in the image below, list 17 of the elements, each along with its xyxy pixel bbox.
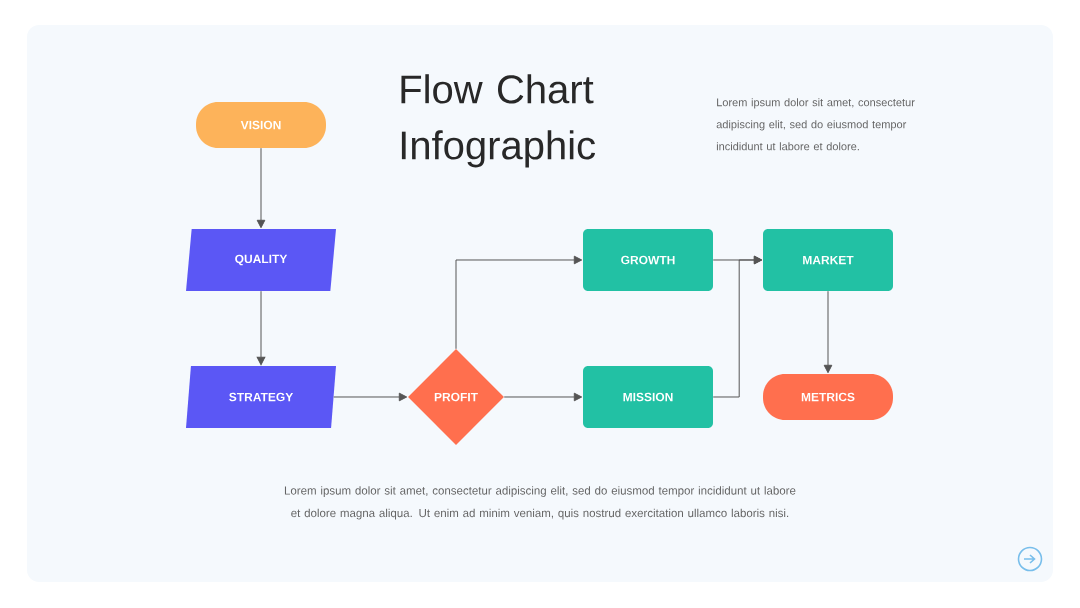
- title: Flow Chart Infographic: [401, 74, 596, 168]
- arrow: [256, 147, 266, 229]
- process-box: MARKET: [763, 229, 893, 291]
- parallelogram-box: QUALITY: [186, 229, 336, 291]
- process-box: MISSION: [583, 366, 713, 428]
- paragraph: Lorem ipsum dolor sit amet, consectetur adipiscing elit, sed do eiusmod tempor incididunt ut labore et dolore.: [716, 98, 915, 151]
- rounded-box: METRICS: [763, 374, 893, 420]
- rounded-box: VISION: [196, 102, 326, 148]
- arrow: [256, 290, 266, 366]
- parallelogram-box: STRATEGY: [186, 366, 336, 428]
- arrow: [455, 255, 583, 350]
- process-box: GROWTH: [583, 229, 713, 291]
- paragraph: Lorem ipsum dolor sit amet, consectetur adipiscing elit, sed do eiusmod tempor incididunt ut labore et dolore magna aliqua. Ut enim ad minim veniam, quis nostrud exercitation ullamco laboris nisi.: [284, 486, 796, 520]
- arrow: [712, 255, 763, 398]
- arrow: [823, 290, 833, 374]
- arrow: [333, 392, 408, 402]
- arrow: [503, 392, 583, 402]
